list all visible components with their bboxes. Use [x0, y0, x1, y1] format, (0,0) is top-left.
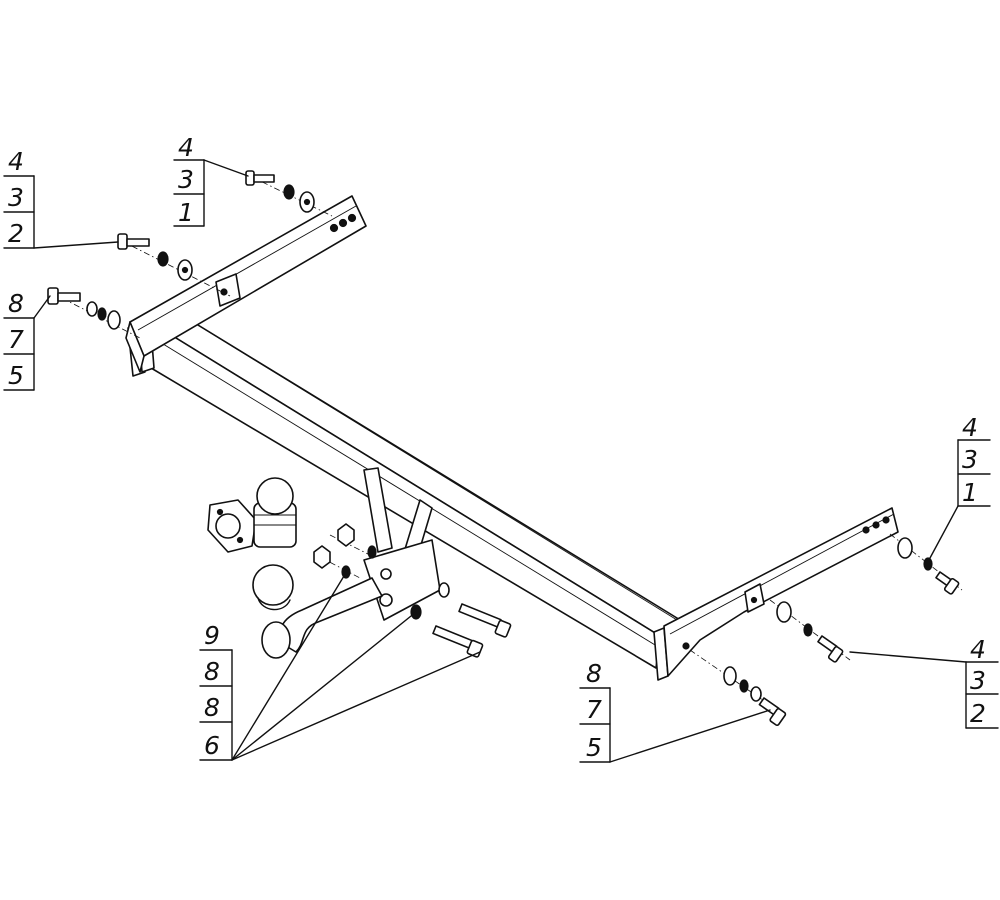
- label-7: 7: [586, 695, 602, 724]
- label-8: 8: [8, 289, 24, 318]
- socket-plate-and-ball-cover: [207, 477, 297, 553]
- callout-upper-left-outer: 4 3 2: [3, 147, 119, 249]
- label-3: 3: [178, 165, 194, 194]
- callout-bottom-center: 8 7 5: [579, 659, 771, 763]
- label-5: 5: [586, 733, 602, 762]
- right-mounting-arm: [663, 507, 899, 677]
- label-4: 4: [178, 133, 194, 162]
- label-6: 6: [204, 731, 220, 760]
- label-3: 3: [970, 666, 986, 695]
- label-4: 4: [970, 635, 986, 664]
- callout-bottom-left: 9 8 8 6: [199, 575, 481, 761]
- callout-right-lower: 4 3 2: [849, 635, 999, 729]
- label-2: 2: [8, 219, 24, 248]
- fastener-set-bottom-center: [689, 649, 787, 727]
- label-3: 3: [962, 445, 978, 474]
- fastener-set-right-lower: [769, 599, 851, 663]
- label-2: 2: [970, 699, 986, 728]
- tow-ball-arm: [252, 564, 383, 659]
- label-9: 9: [204, 621, 220, 650]
- fastener-set-center-bracket: [313, 523, 512, 658]
- callout-left-middle: 8 7 5: [3, 289, 51, 391]
- label-5: 5: [8, 361, 24, 390]
- fastener-set-right-upper: [889, 533, 963, 595]
- left-mounting-arm: [125, 195, 367, 373]
- label-4: 4: [8, 147, 24, 176]
- label-1: 1: [178, 198, 194, 227]
- cross-beam: [127, 313, 691, 681]
- fastener-set-top-left: [245, 170, 333, 217]
- label-4: 4: [962, 413, 978, 442]
- label-8: 8: [204, 693, 220, 722]
- fastener-set-far-left: [47, 287, 141, 339]
- callout-right-upper: 4 3 1: [929, 413, 991, 559]
- label-8: 8: [586, 659, 602, 688]
- label-8: 8: [204, 657, 220, 686]
- label-3: 3: [8, 183, 24, 212]
- label-1: 1: [962, 478, 978, 507]
- label-7: 7: [8, 325, 24, 354]
- callout-upper-left-top: 4 3 1: [173, 133, 249, 227]
